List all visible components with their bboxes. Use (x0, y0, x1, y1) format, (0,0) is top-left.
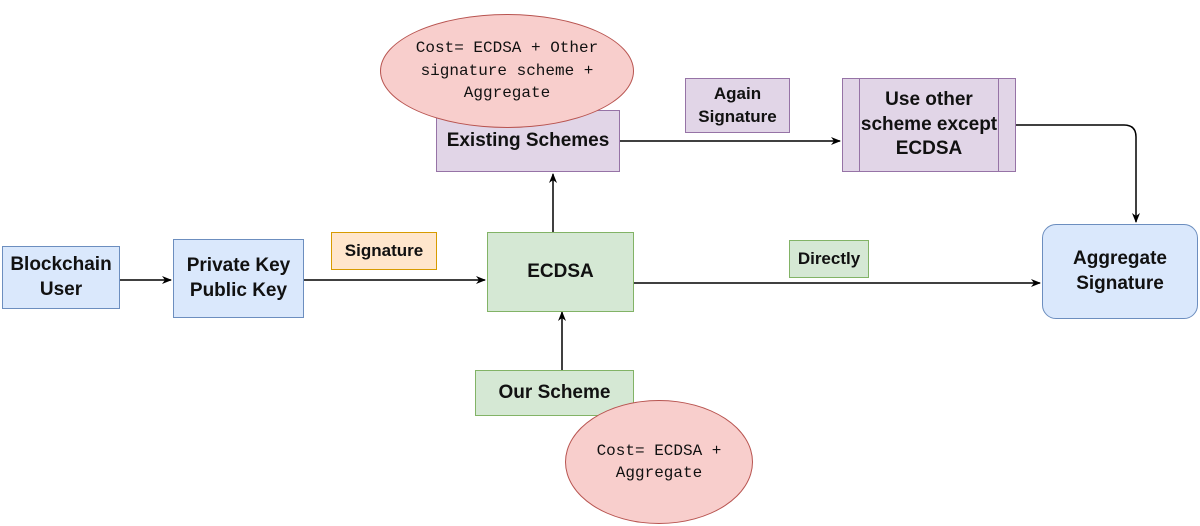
cost-existing-line-2: signature scheme + (420, 61, 594, 80)
cost-ours-line-1: Cost= ECDSA + (596, 441, 722, 460)
directly-label-text: Directly (797, 248, 861, 268)
other-scheme-line-2: scheme except (860, 113, 998, 135)
again-signature-edge-label: Again Signature (685, 78, 790, 133)
other-scheme-line-1: Use other (885, 88, 973, 110)
keys-node: Private Key Public Key (173, 239, 304, 318)
blockchain-user-line-1: Blockchain (10, 253, 112, 275)
again-signature-line-1: Again (713, 84, 762, 104)
other-scheme-line-3: ECDSA (895, 138, 963, 160)
existing-schemes-label: Existing Schemes (446, 129, 610, 151)
again-signature-line-2: Signature (698, 106, 777, 126)
signature-label-text: Signature (344, 240, 424, 260)
cost-existing-ellipse: Cost= ECDSA + Other signature scheme + A… (380, 14, 634, 128)
other-scheme-right-bar (998, 79, 999, 171)
cost-existing-line-1: Cost= ECDSA + Other (415, 39, 599, 58)
other-scheme-node: Use other scheme except ECDSA (842, 78, 1016, 172)
cost-ours-ellipse: Cost= ECDSA + Aggregate (565, 400, 753, 524)
public-key-label: Public Key (189, 279, 288, 301)
cost-ours-line-2: Aggregate (615, 464, 703, 482)
blockchain-user-line-2: User (39, 278, 83, 300)
directly-edge-label: Directly (789, 240, 869, 278)
aggregate-signature-line-2: Signature (1076, 272, 1164, 294)
ecdsa-node: ECDSA (487, 232, 634, 312)
ecdsa-label: ECDSA (527, 260, 594, 282)
cost-existing-line-3: Aggregate (463, 84, 551, 103)
private-key-label: Private Key (186, 254, 291, 276)
our-scheme-label: Our Scheme (498, 381, 611, 403)
edge-other-scheme-to-aggregate (1016, 124, 1140, 223)
our-scheme-node: Our Scheme (475, 370, 634, 416)
signature-edge-label: Signature (331, 232, 437, 270)
aggregate-signature-node: Aggregate Signature (1042, 224, 1198, 319)
aggregate-signature-line-1: Aggregate (1073, 247, 1167, 269)
blockchain-user-node: Blockchain User (2, 246, 120, 309)
other-scheme-left-bar (859, 79, 860, 171)
